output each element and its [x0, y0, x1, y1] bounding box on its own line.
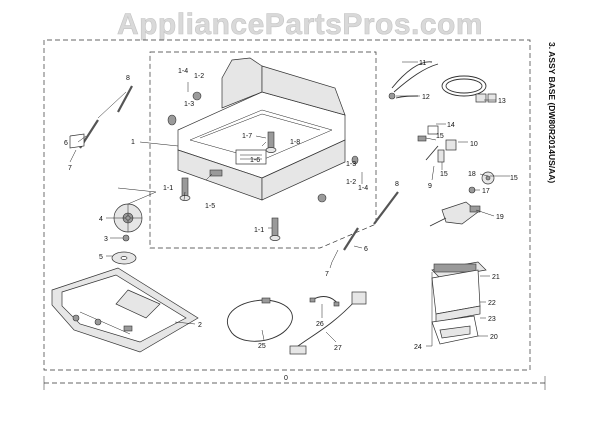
callout-15: 15: [440, 171, 448, 178]
callout-6: 6: [64, 140, 68, 147]
callout-3: 3: [104, 236, 108, 243]
callout-8: 8: [126, 75, 130, 82]
right-spring-and-rod: [331, 191, 399, 263]
watermark: AppliancePartsPros.com: [117, 8, 483, 41]
callout-20: 20: [490, 334, 498, 341]
sensors-and-switches: [417, 125, 495, 194]
callout-1: 1: [131, 139, 135, 146]
callout-1-4: 1-4: [358, 185, 368, 192]
callout-1-7: 1-7: [242, 133, 252, 140]
hoses: [388, 61, 497, 103]
water-valve: [429, 201, 481, 227]
callout-14: 14: [447, 122, 455, 129]
callout-1-8: 1-8: [290, 139, 300, 146]
callout-0: 0: [284, 375, 288, 382]
callout-1-4: 1-4: [178, 68, 188, 75]
callout-17: 17: [482, 188, 490, 195]
callout-4: 4: [99, 216, 103, 223]
pump-motor-parts: [111, 187, 157, 265]
callout-11: 11: [419, 60, 426, 67]
callout-24: 24: [414, 344, 422, 351]
base-pan: [51, 267, 199, 353]
callout-12: 12: [422, 94, 430, 101]
callout-19: 19: [496, 214, 504, 221]
callout-26: 26: [316, 321, 324, 328]
left-spring-and-rod: [69, 85, 133, 149]
callout-15: 15: [436, 133, 444, 140]
callout-27: 27: [334, 345, 342, 352]
callout-9: 9: [428, 183, 432, 190]
callout-10: 10: [470, 141, 478, 148]
callout-1-3: 1-3: [346, 161, 356, 168]
callout-25: 25: [258, 343, 266, 350]
callout-7: 7: [68, 165, 72, 172]
callout-2: 2: [198, 322, 202, 329]
base-frame-subassembly-box: [149, 51, 377, 249]
leveling-feet: [167, 82, 363, 241]
callout-labels: 1 1-1 1-1 1-2 1-2 1-3 1-3 1-4 1-4 1-5 1-…: [64, 60, 518, 382]
callout-1-5: 1-5: [205, 203, 215, 210]
callout-1-6: 1-6: [250, 157, 260, 164]
callout-5: 5: [99, 254, 103, 261]
callout-1-3: 1-3: [184, 101, 194, 108]
assembly-frame: [43, 39, 546, 390]
callout-1-1: 1-1: [254, 227, 264, 234]
callout-8: 8: [395, 181, 399, 188]
base-frame: [177, 57, 346, 201]
section-title: 3. ASSY BASE (DW80R2014US/AA): [547, 42, 557, 183]
callout-15: 15: [510, 175, 518, 182]
callout-23: 23: [488, 316, 496, 323]
callout-21: 21: [492, 274, 500, 281]
callout-18: 18: [468, 171, 476, 178]
filter-cassette: [431, 261, 487, 345]
callout-7: 7: [325, 271, 329, 278]
callout-leaders: [69, 61, 510, 347]
callout-1-2: 1-2: [194, 73, 204, 80]
callout-6: 6: [364, 246, 368, 253]
callout-13: 13: [498, 98, 506, 105]
callout-22: 22: [488, 300, 496, 307]
wiring-harnesses: [227, 291, 367, 355]
callout-1-1: 1-1: [163, 185, 173, 192]
callout-1-2: 1-2: [346, 179, 356, 186]
